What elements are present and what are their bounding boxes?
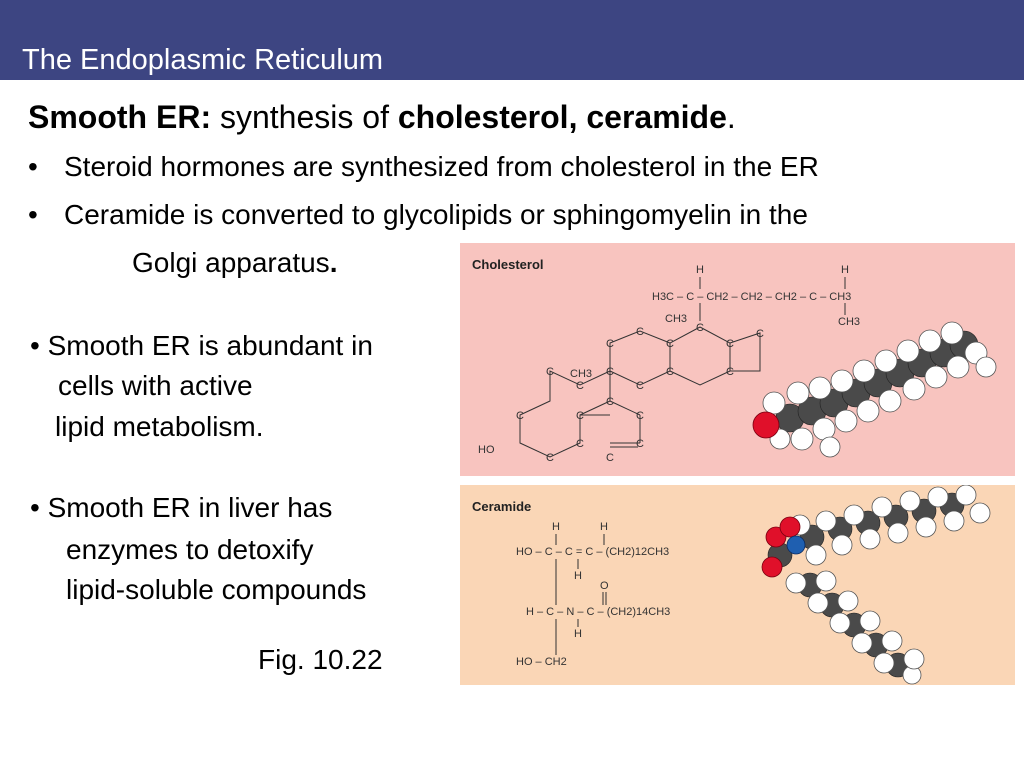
svg-text:C: C (726, 366, 734, 378)
ceramide-space-filling-model (761, 485, 991, 685)
ceramide-structure: H H HO – C – C = C – (CH2)12CH3 H O H – … (516, 485, 991, 685)
figure-caption: Fig. 10.22 (258, 644, 383, 675)
ceramide-h2: H (600, 521, 608, 533)
headline-middle: synthesis of (211, 99, 398, 135)
svg-text:C: C (546, 452, 554, 464)
svg-text:C: C (606, 366, 614, 378)
bullet-steroid: Steroid hormones are synthesized from ch… (64, 151, 819, 182)
svg-text:C: C (636, 380, 644, 392)
ceramide-o: O (600, 580, 609, 592)
bullet-marker: • (28, 199, 38, 230)
bullet-marker: • (28, 151, 38, 182)
ring-carbons: C C C C C C C C C C C C C C C C C C C C (516, 322, 764, 464)
ceramide-h1: H (552, 521, 560, 533)
point-liver-line-3: lipid-soluble compounds (66, 574, 367, 605)
svg-text:C: C (666, 338, 674, 350)
svg-text:C: C (606, 338, 614, 350)
ceramide-h4: H (574, 628, 582, 640)
cholesterol-structure: H H H3C – C – CH2 – CH2 – CH2 – C – CH3 … (478, 264, 997, 464)
ceramide-figure: Ceramide H H HO – C – C = C – (CH2)12CH3… (460, 485, 1015, 685)
cholesterol-figure: Cholesterol H H H3C – C – CH2 – CH2 – CH… (460, 243, 1015, 476)
headline: Smooth ER: synthesis of cholesterol, cer… (28, 98, 736, 136)
ceramide-row1: HO – C – C = C – (CH2)12CH3 (516, 546, 669, 558)
ceramide-label: Ceramide (472, 499, 532, 514)
svg-text:C: C (636, 438, 644, 450)
svg-text:C: C (516, 410, 524, 422)
svg-text:C: C (606, 396, 614, 408)
headline-end: . (726, 99, 736, 135)
svg-text:C: C (696, 322, 704, 334)
ring-ho: HO (478, 444, 495, 456)
point-liver-line-1: • Smooth ER in liver has (30, 492, 333, 523)
chain-h-top-1: H (696, 264, 704, 276)
point-liver-line-2: enzymes to detoxify (66, 534, 314, 565)
point-abundant-line-3: lipid metabolism. (55, 411, 264, 442)
slide-title: The Endoplasmic Reticulum (22, 44, 384, 76)
headline-terms: cholesterol, ceramide (397, 99, 727, 135)
svg-text:C: C (666, 366, 674, 378)
svg-text:C: C (546, 366, 554, 378)
svg-text:C: C (576, 410, 584, 422)
ring-ch3-1: CH3 (665, 313, 687, 325)
ceramide-row2: H – C – N – C – (CH2)14CH3 (526, 606, 670, 618)
ceramide-row3: HO – CH2 (516, 656, 567, 668)
headline-label: Smooth ER: (28, 99, 212, 135)
svg-text:C: C (576, 380, 584, 392)
svg-text:C: C (756, 328, 764, 340)
chain-ch3-bottom: CH3 (838, 316, 860, 328)
ceramide-h3: H (574, 570, 582, 582)
point-abundant-line-2: cells with active (58, 370, 253, 401)
bullet-ceramide-continuation: Golgi apparatus. (132, 247, 338, 278)
point-abundant-line-1: • Smooth ER is abundant in (30, 330, 373, 361)
ring-skeleton (519, 326, 761, 458)
svg-text:C: C (636, 410, 644, 422)
ring-ch3-2: CH3 (570, 368, 592, 380)
title-bar: The Endoplasmic Reticulum (0, 0, 1024, 80)
svg-text:C: C (606, 452, 614, 464)
chain-h-top-2: H (841, 264, 849, 276)
chain-formula: H3C – C – CH2 – CH2 – CH2 – C – CH3 (652, 291, 851, 303)
bullet-ceramide: Ceramide is converted to glycolipids or … (64, 199, 808, 230)
cholesterol-label: Cholesterol (472, 257, 544, 272)
svg-text:C: C (636, 326, 644, 338)
svg-text:C: C (726, 338, 734, 350)
svg-text:C: C (576, 438, 584, 450)
cholesterol-space-filling-model (752, 321, 997, 458)
